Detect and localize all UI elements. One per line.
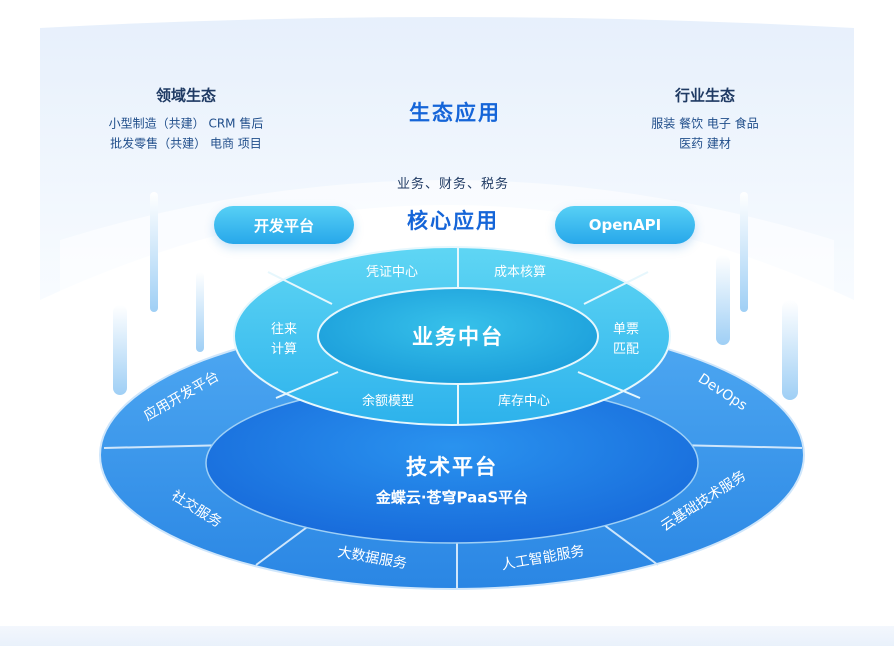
pillars bbox=[113, 192, 798, 400]
segment-balance-model: 余额模型 bbox=[361, 393, 415, 409]
dev-platform-pill: 开发平台 bbox=[214, 206, 354, 244]
tech-platform-title: 技术平台 bbox=[406, 454, 498, 479]
segment-inventory-center: 库存中心 bbox=[497, 393, 551, 409]
openapi-pill: OpenAPI bbox=[555, 206, 695, 244]
tech-platform-subtitle: 金蝶云·苍穹PaaS平台 bbox=[375, 488, 529, 507]
industry-ecosystem-line2: 医药 建材 bbox=[679, 136, 731, 151]
segment-transaction-calc-1: 往来 bbox=[270, 321, 298, 337]
ecosystem-title: 生态应用 bbox=[409, 100, 501, 125]
industry-ecosystem-line1: 服装 餐饮 电子 食品 bbox=[651, 116, 759, 131]
domain-ecosystem-line2: 批发零售（共建） 电商 项目 bbox=[110, 136, 262, 151]
ecosystem-arc-background bbox=[40, 17, 854, 300]
segment-transaction-calc-2: 计算 bbox=[270, 341, 298, 357]
segment-cost-accounting: 成本核算 bbox=[493, 264, 547, 280]
industry-ecosystem-title: 行业生态 bbox=[674, 86, 736, 105]
business-middle-center bbox=[317, 287, 599, 385]
domain-ecosystem-title: 领域生态 bbox=[155, 86, 217, 105]
core-title: 核心应用 bbox=[407, 208, 499, 233]
bottom-band bbox=[0, 626, 894, 646]
core-subtitle: 业务、财务、税务 bbox=[396, 176, 510, 192]
business-middle-title: 业务中台 bbox=[412, 324, 504, 349]
domain-ecosystem-line1: 小型制造（共建） CRM 售后 bbox=[108, 116, 264, 131]
segment-ticket-match-1: 单票 bbox=[612, 321, 640, 337]
segment-voucher-center: 凭证中心 bbox=[365, 264, 419, 280]
segment-ticket-match-2: 匹配 bbox=[612, 341, 640, 357]
middle-ring-dividers bbox=[267, 247, 649, 425]
